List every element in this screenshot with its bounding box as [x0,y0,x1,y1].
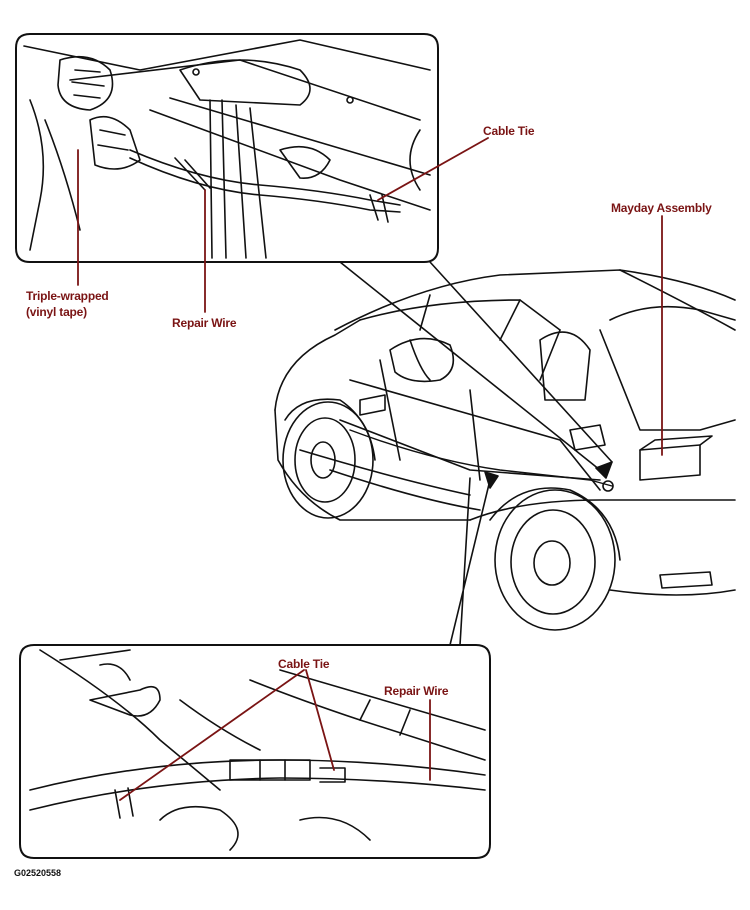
top-inset-detail [15,33,439,263]
label-repair-wire-bottom: Repair Wire [384,684,449,698]
label-cable-tie-bottom: Cable Tie [278,657,330,671]
bottom-inset-detail [19,644,491,859]
label-vinyl-tape: (vinyl tape) [26,305,87,319]
figure-code: G02520558 [14,868,62,878]
label-triple-wrapped: Triple-wrapped [26,289,109,303]
leader-lines [77,137,663,801]
label-cable-tie-top: Cable Tie [483,124,535,138]
vehicle-illustration [274,269,736,631]
label-mayday-assembly: Mayday Assembly [611,201,712,215]
label-repair-wire-top: Repair Wire [172,316,237,330]
